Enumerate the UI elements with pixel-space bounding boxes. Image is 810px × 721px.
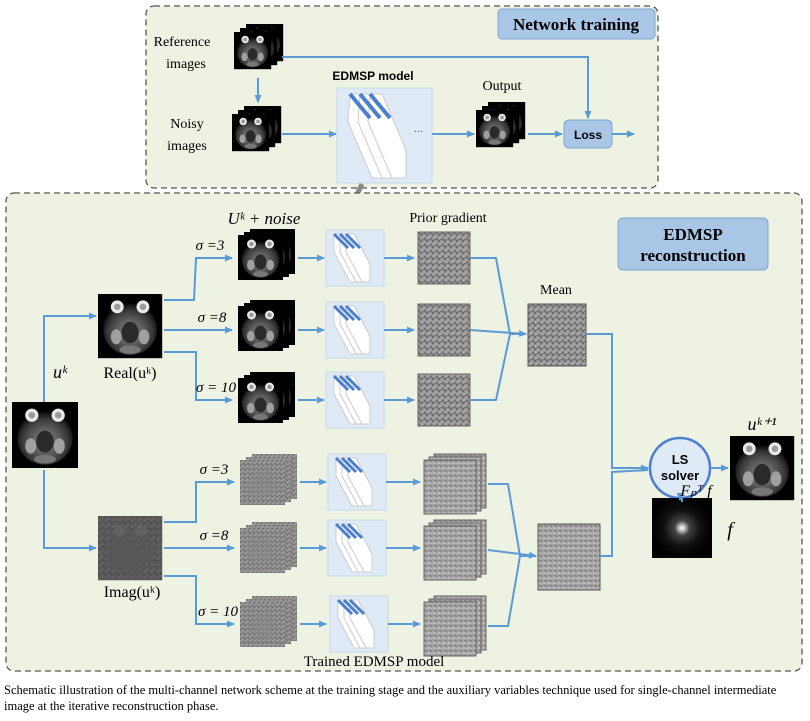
prior-gradient-r2 — [417, 303, 471, 357]
real-image — [98, 294, 163, 359]
input-image — [12, 402, 78, 468]
output-label: Output — [483, 79, 522, 94]
noisy-real-stack-8 — [238, 300, 295, 351]
reconstruction-title-2: reconstruction — [640, 246, 746, 265]
noisy-imag-stack-3 — [240, 454, 297, 505]
arrow-ref-to-loss — [282, 56, 592, 119]
ls-label-1: LS — [672, 452, 689, 467]
sigma-real-10: σ = 10 — [196, 380, 237, 396]
input-label: uᵏ — [53, 362, 68, 382]
sigma-imag-10: σ = 10 — [198, 604, 239, 620]
model-block-i1 — [327, 453, 387, 511]
noisy-imag-stack-10 — [240, 596, 297, 647]
model-label: EDMSP model — [332, 69, 413, 83]
output-image — [730, 436, 795, 501]
arrow-mean-real-to-ls — [586, 333, 649, 472]
reference-label-2: images — [166, 57, 206, 72]
output-label-recon: uᵏ⁺¹ — [748, 414, 777, 434]
noisy-label-2: images — [167, 139, 207, 154]
arrow-real-s3 — [164, 254, 233, 301]
noisy-real-stack-10 — [238, 372, 295, 423]
figure-caption: Schematic illustration of the multi-chan… — [4, 683, 777, 713]
model-block-r1 — [325, 229, 385, 287]
arrow-imag-s3 — [164, 478, 235, 523]
model-block-i3 — [329, 595, 389, 653]
noisy-label-1: Noisy — [170, 117, 203, 132]
training-title: Network training — [513, 15, 640, 34]
prior-gradient-i2 — [423, 519, 487, 581]
noisy-image-stack — [232, 106, 282, 152]
noisy-imag-stack-8 — [240, 522, 297, 573]
sigma-real-8: σ =8 — [198, 310, 227, 326]
model-block-r2 — [325, 301, 385, 359]
prior-gradient-i3 — [423, 595, 487, 657]
noisy-real-stack-3 — [238, 229, 295, 280]
reconstruction-title-1: EDMSP — [663, 225, 723, 244]
training-model-block: ... — [336, 87, 433, 184]
prior-gradient-r3 — [417, 373, 471, 427]
arrow-input-to-real — [43, 312, 97, 402]
reconstruction-title-box — [617, 217, 769, 271]
reference-image-stack — [234, 24, 284, 70]
ls-label-2: solver — [661, 468, 699, 483]
fpf-label: Fₚᵀ f — [679, 483, 714, 500]
prior-label: Prior gradient — [409, 211, 486, 226]
arrow-input-to-imag — [43, 470, 97, 552]
imag-image — [98, 516, 163, 581]
reference-label-1: Reference — [154, 35, 211, 50]
svg-text:...: ... — [414, 121, 423, 135]
sigma-real-3: σ =3 — [196, 238, 225, 254]
prior-gradient-r1 — [417, 231, 471, 285]
sigma-imag-3: σ =3 — [200, 462, 229, 478]
imag-label: Imag(uᵏ) — [104, 584, 161, 601]
f-label: f — [727, 519, 735, 541]
noise-label: Uᵏ + noise — [228, 209, 301, 228]
arrow-imag-s10 — [164, 575, 235, 628]
trained-model-label: Trained EDMSP model — [304, 654, 445, 670]
output-image-stack — [476, 102, 526, 148]
training-title-box — [497, 8, 656, 40]
sigma-imag-8: σ =8 — [200, 528, 229, 544]
loss-label: Loss — [574, 128, 602, 142]
arrow-real-s10 — [164, 351, 233, 404]
mean-imag-image — [537, 523, 601, 591]
arrow-mean-imag-to-ls — [600, 469, 649, 557]
prior-gradient-i1 — [423, 453, 487, 515]
reconstruction-panel — [5, 192, 803, 672]
mean-label: Mean — [540, 283, 572, 298]
real-label: Real(uᵏ) — [103, 365, 156, 382]
mean-real-image — [527, 303, 587, 367]
model-block-r3 — [325, 371, 385, 429]
model-block-i2 — [327, 519, 387, 577]
kspace-image — [652, 498, 712, 558]
